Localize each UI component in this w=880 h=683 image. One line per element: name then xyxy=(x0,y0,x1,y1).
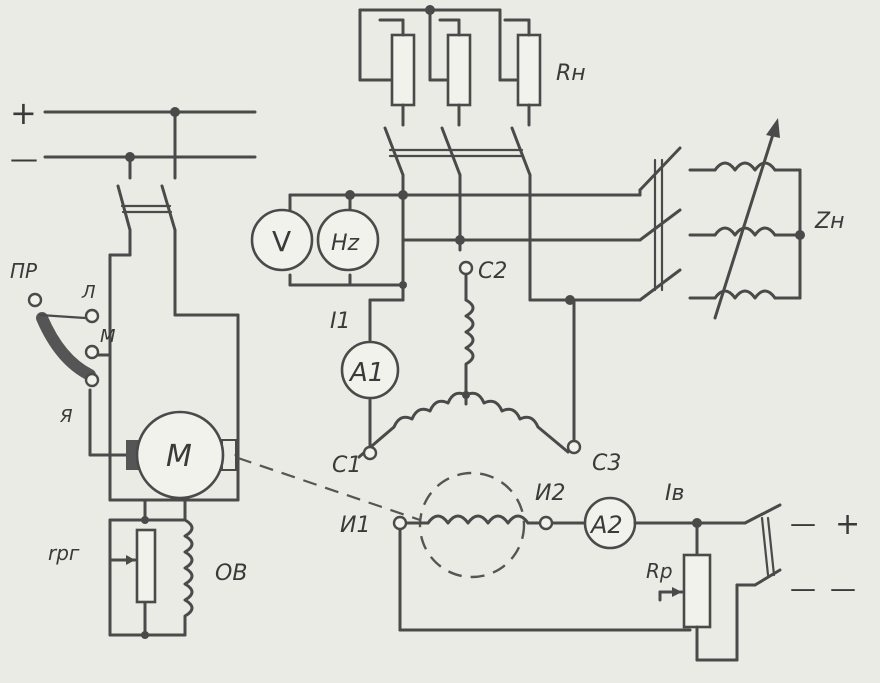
field-winding-label: ОВ xyxy=(215,561,247,586)
rheostat-rrg-label: rрг xyxy=(48,541,80,565)
position-ya-label: Я xyxy=(59,406,73,427)
supply-plus-label: + xyxy=(10,94,37,132)
starter-contact-m xyxy=(84,344,100,360)
ammeter-a2-label: A2 xyxy=(589,511,623,539)
excitation-minus-label: — xyxy=(790,574,816,604)
starter-contact-ya xyxy=(84,372,100,388)
voltmeter xyxy=(250,208,314,272)
generator-stator-winding xyxy=(357,270,576,459)
starter-pivot-terminal xyxy=(27,292,43,308)
starter-switch xyxy=(27,292,100,388)
terminal-i2-label: И2 xyxy=(535,481,565,506)
starter-pr-label: ПР xyxy=(10,259,38,283)
terminal-c3-label: C3 xyxy=(592,451,621,476)
position-l-label: Л xyxy=(81,282,96,303)
excitation-supply-wiring xyxy=(633,503,782,662)
frequency-meter xyxy=(316,208,380,272)
field-winding-coil xyxy=(183,518,194,637)
terminal-i1 xyxy=(392,515,408,531)
current-iv-label: Iв xyxy=(665,481,684,506)
field-rheostat xyxy=(108,528,157,604)
terminal-c1-label: C1 xyxy=(332,453,361,478)
terminal-c1 xyxy=(362,445,378,461)
terminal-c2-label: C2 xyxy=(478,259,507,284)
three-phase-bus xyxy=(288,173,642,342)
terminal-c2 xyxy=(458,260,474,276)
terminal-i1-label: И1 xyxy=(340,513,370,538)
voltmeter-label: V xyxy=(272,225,291,258)
rheostat-rp-label: Rр xyxy=(646,559,673,583)
resistive-load xyxy=(358,5,542,127)
excitation-winding xyxy=(398,514,692,632)
load-zn-label: Zн xyxy=(814,209,844,234)
dc-motor xyxy=(126,410,240,500)
position-m-label: М xyxy=(100,326,116,347)
generator-rotor-outline xyxy=(418,471,526,579)
terminal-c3 xyxy=(566,439,582,455)
motor-label: М xyxy=(166,439,192,474)
supply-minus-label: — xyxy=(10,142,38,175)
excitation-plus-label: + xyxy=(835,507,860,542)
inductive-load xyxy=(688,118,805,320)
excitation-minus-top-label: — xyxy=(790,509,816,539)
terminal-i2 xyxy=(538,515,554,531)
dc-knife-switch xyxy=(116,184,177,317)
dc-supply-bus xyxy=(43,107,257,180)
ammeter-a1 xyxy=(340,340,400,400)
excitation-minus-second-label: — xyxy=(830,574,856,604)
current-i1-label: I1 xyxy=(330,309,351,334)
zn-switch xyxy=(638,146,682,302)
shaft-coupling-line xyxy=(237,456,421,522)
load-rn-label: Rн xyxy=(556,61,586,86)
frequency-meter-label: Hz xyxy=(331,231,360,256)
starter-contact-l xyxy=(84,308,100,324)
rn-three-pole-switch xyxy=(383,126,532,177)
ammeter-a1-label: A1 xyxy=(348,358,384,388)
